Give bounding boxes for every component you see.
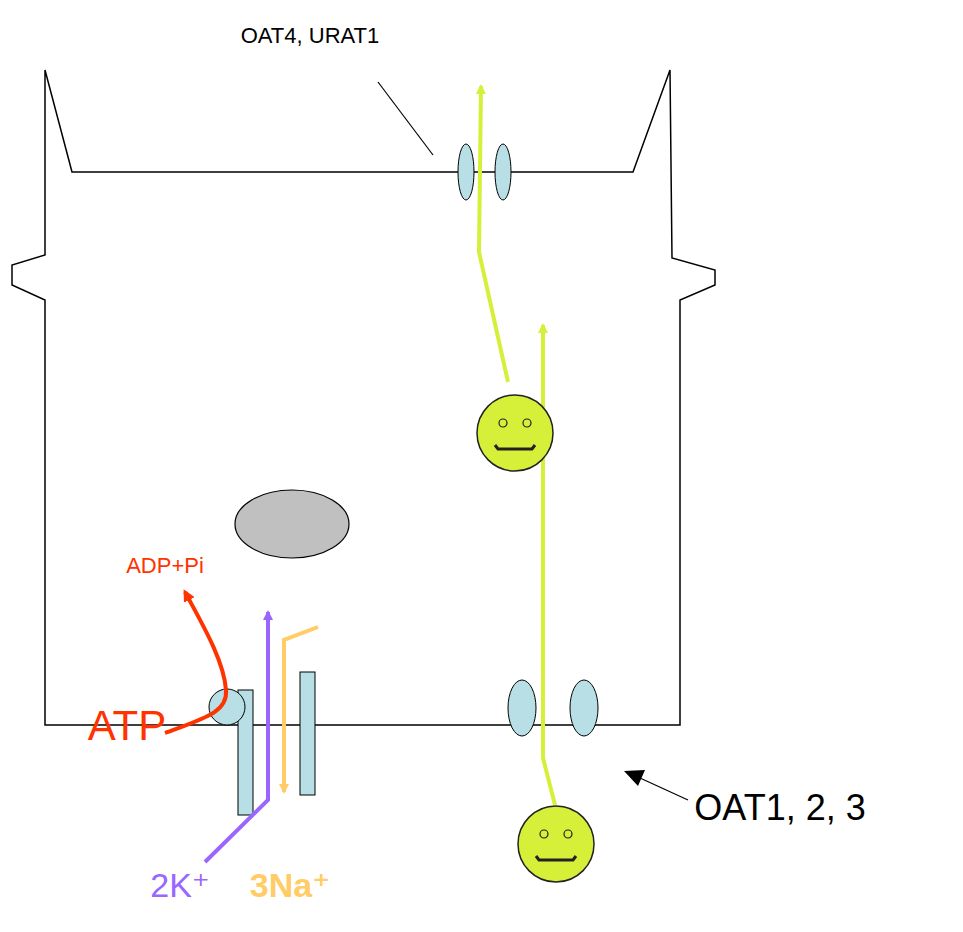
basolateral-transporter	[508, 680, 536, 736]
pump-subunit	[300, 672, 315, 795]
ion-label: 3Na⁺	[250, 867, 330, 904]
substrate-smiley	[518, 806, 594, 882]
leader-line	[378, 82, 433, 155]
nucleus	[235, 490, 349, 558]
transport-arrow	[479, 86, 508, 382]
pointer-arrow	[640, 778, 688, 800]
cell-outline	[12, 70, 715, 725]
product-label: ADP+Pi	[126, 554, 204, 578]
transport-arrow	[543, 325, 555, 805]
ion-label: 2K⁺	[150, 867, 210, 904]
substrate-smiley	[477, 395, 553, 471]
potassium-arrow	[205, 612, 268, 862]
atp-arrow	[165, 592, 226, 733]
transporter-label: OAT4, URAT1	[241, 24, 380, 48]
basolateral-transporter	[570, 680, 598, 736]
atp-label: ATP	[88, 703, 167, 749]
transporter-label: OAT1, 2, 3	[694, 788, 865, 828]
sodium-arrow	[284, 627, 318, 792]
pointer-head	[624, 770, 645, 786]
apical-transporter	[458, 144, 474, 200]
apical-transporter	[495, 144, 511, 200]
